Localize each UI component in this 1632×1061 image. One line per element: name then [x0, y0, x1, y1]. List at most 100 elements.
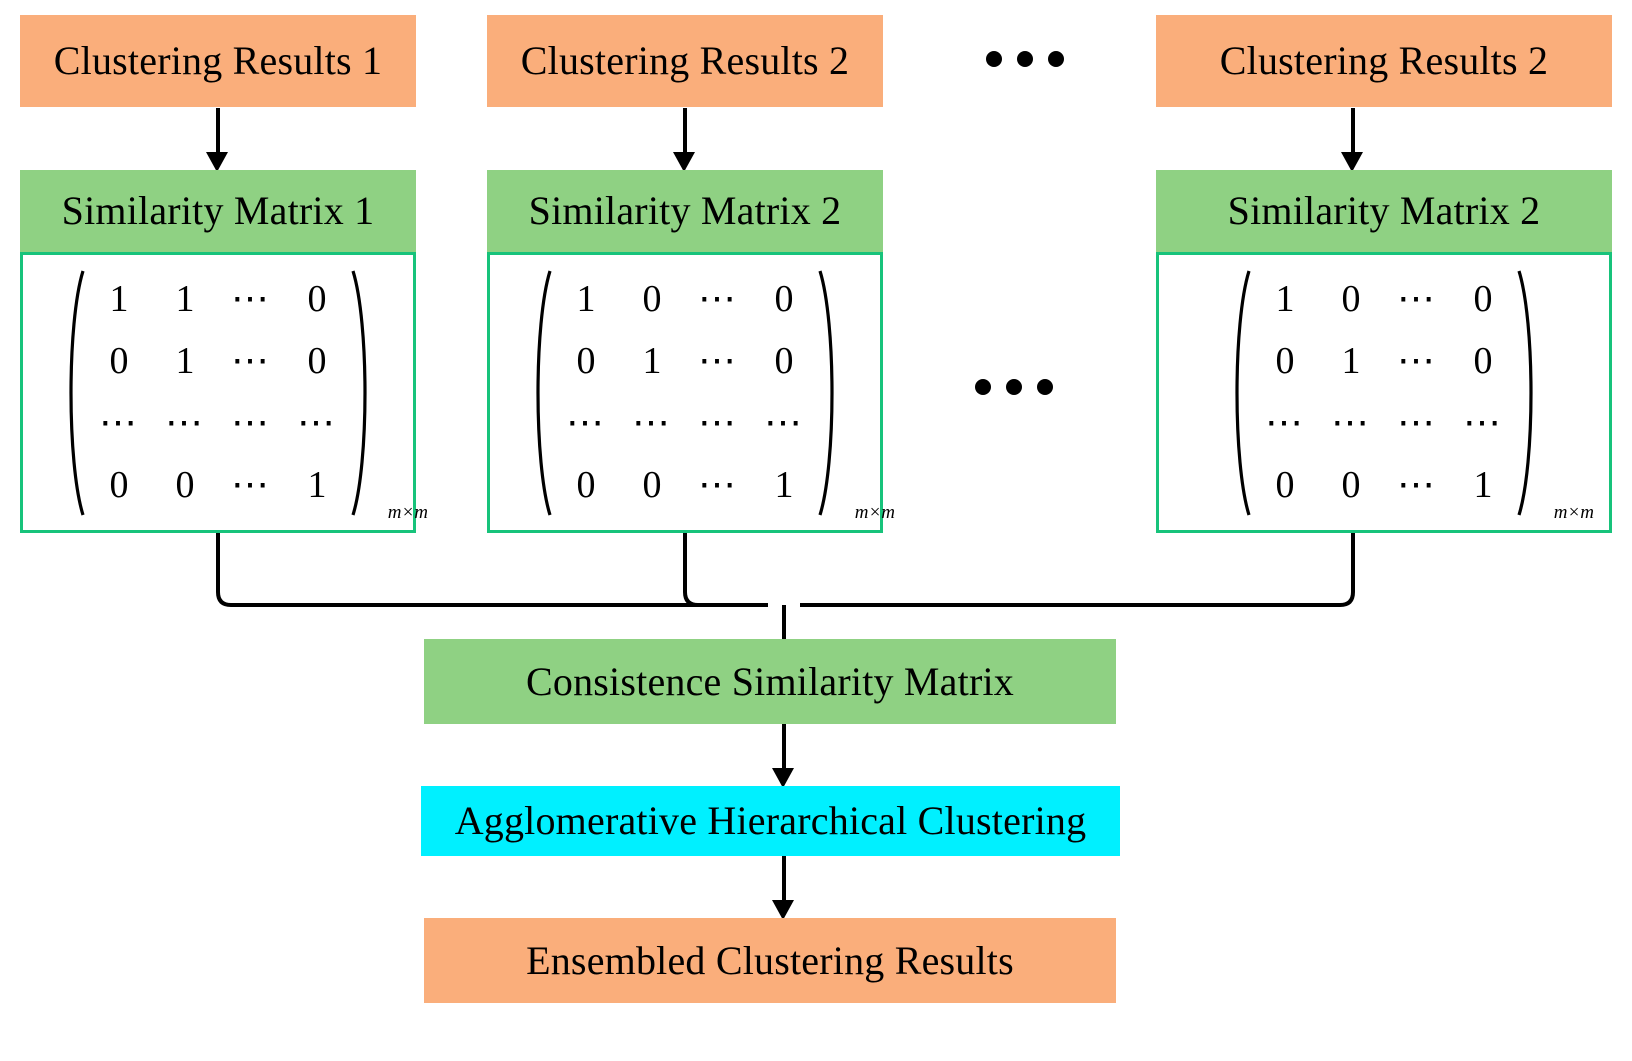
- matrix-cell: ⋯: [1397, 463, 1437, 506]
- arrow-head-c3: [1341, 152, 1363, 172]
- matrix-cell: 1: [774, 463, 794, 506]
- matrix-grid-1: 1 1 ⋯ 0 0 1 ⋯ 0 ⋯ ⋯ ⋯ ⋯ 0 0 ⋯ 1: [86, 268, 350, 518]
- similarity-matrix-label-1: Similarity Matrix 1: [61, 188, 375, 233]
- ellipsis-dot: [1006, 379, 1022, 395]
- similarity-matrix-panel-2: 1 0 ⋯ 0 0 1 ⋯ 0 ⋯ ⋯ ⋯ ⋯ 0 0 ⋯ 1: [487, 252, 895, 533]
- right-paren-3: [1516, 268, 1542, 518]
- similarity-matrix-panel-1: 1 1 ⋯ 0 0 1 ⋯ 0 ⋯ ⋯ ⋯ ⋯ 0 0 ⋯ 1: [20, 252, 428, 533]
- matrix-cell: 0: [576, 339, 596, 382]
- similarity-matrix-header-2[interactable]: Similarity Matrix 2: [487, 170, 883, 252]
- ellipsis-middle: [975, 379, 1053, 395]
- matrix-cell: 1: [642, 339, 662, 382]
- similarity-matrix-header-1[interactable]: Similarity Matrix 1: [20, 170, 416, 252]
- matrix-cell: ⋯: [297, 401, 337, 444]
- matrix-cell: 1: [1341, 339, 1361, 382]
- similarity-matrix-label-2: Similarity Matrix 2: [528, 188, 842, 233]
- arrow-head-p2: [772, 900, 794, 920]
- matrix-cell: ⋯: [1397, 339, 1437, 382]
- clustering-results-label-1: Clustering Results 1: [53, 38, 383, 83]
- matrix-cell: 1: [576, 277, 596, 320]
- matrix-cell: 1: [175, 339, 195, 382]
- matrix-cell: ⋯: [1397, 277, 1437, 320]
- matrix-cell: 0: [642, 277, 662, 320]
- similarity-matrix-header-3[interactable]: Similarity Matrix 2: [1156, 170, 1612, 252]
- matrix-cell: 0: [1341, 463, 1361, 506]
- matrix-cell: 0: [774, 277, 794, 320]
- left-paren-2: [527, 268, 553, 518]
- matrix-cell: ⋯: [99, 401, 139, 444]
- matrix-cell: 0: [774, 339, 794, 382]
- clustering-results-box-2[interactable]: Clustering Results 2: [487, 15, 883, 107]
- consistence-similarity-matrix-label: Consistence Similarity Matrix: [526, 658, 1014, 704]
- arrow-head-c1: [206, 152, 228, 172]
- matrix-cell: ⋯: [1463, 401, 1503, 444]
- ellipsis-top: [986, 51, 1064, 67]
- matrix-cell: 0: [642, 463, 662, 506]
- matrix-cell: 0: [576, 463, 596, 506]
- matrix-cell: 0: [109, 463, 129, 506]
- matrix-cell: ⋯: [698, 277, 738, 320]
- matrix-cell: 0: [1275, 463, 1295, 506]
- similarity-matrix-label-3: Similarity Matrix 2: [1227, 188, 1541, 233]
- ellipsis-dot: [975, 379, 991, 395]
- matrix-cell: ⋯: [566, 401, 606, 444]
- ellipsis-dot: [986, 51, 1002, 67]
- matrix-cell: 1: [175, 277, 195, 320]
- arrow-shaft-p2: [782, 856, 786, 906]
- matrix-inner-1: 1 1 ⋯ 0 0 1 ⋯ 0 ⋯ ⋯ ⋯ ⋯ 0 0 ⋯ 1: [60, 268, 428, 523]
- arrow-shaft-c3: [1351, 108, 1355, 158]
- matrix-cell: 1: [109, 277, 129, 320]
- matrix-cell: ⋯: [231, 463, 271, 506]
- matrix-cell: 0: [1473, 339, 1493, 382]
- matrix-cell: 0: [1275, 339, 1295, 382]
- matrix-cell: 1: [1275, 277, 1295, 320]
- right-paren-1: [350, 268, 376, 518]
- arrow-shaft-c1: [216, 108, 220, 158]
- matrix-grid-2: 1 0 ⋯ 0 0 1 ⋯ 0 ⋯ ⋯ ⋯ ⋯ 0 0 ⋯ 1: [553, 268, 817, 518]
- matrix-cell: ⋯: [698, 401, 738, 444]
- matrix-cell: ⋯: [165, 401, 205, 444]
- right-paren-2: [817, 268, 843, 518]
- matrix-cell: ⋯: [231, 401, 271, 444]
- arrow-head-p1: [772, 768, 794, 788]
- agglomerative-hierarchical-clustering-label: Agglomerative Hierarchical Clustering: [454, 798, 1087, 843]
- matrix-cell: 0: [1341, 277, 1361, 320]
- arrow-shaft-c2: [683, 108, 687, 158]
- ellipsis-dot: [1037, 379, 1053, 395]
- similarity-matrix-panel-3: 1 0 ⋯ 0 0 1 ⋯ 0 ⋯ ⋯ ⋯ ⋯ 0 0 ⋯ 1: [1156, 252, 1612, 533]
- matrix-cell: ⋯: [698, 339, 738, 382]
- arrow-shaft-p1: [782, 724, 786, 774]
- matrix-cell: ⋯: [1397, 401, 1437, 444]
- matrix-subscript-3: m×m: [1553, 501, 1594, 523]
- matrix-cell: ⋯: [764, 401, 804, 444]
- left-paren-1: [60, 268, 86, 518]
- ellipsis-dot: [1017, 51, 1033, 67]
- matrix-cell: 1: [307, 463, 327, 506]
- matrix-subscript-1: m×m: [387, 501, 428, 523]
- matrix-cell: 0: [307, 277, 327, 320]
- matrix-cell: 0: [307, 339, 327, 382]
- clustering-results-label-3: Clustering Results 2: [1219, 38, 1549, 83]
- ensembled-clustering-results-label: Ensembled Clustering Results: [526, 937, 1014, 983]
- matrix-cell: ⋯: [1331, 401, 1371, 444]
- matrix-cell: 0: [109, 339, 129, 382]
- matrix-grid-3: 1 0 ⋯ 0 0 1 ⋯ 0 ⋯ ⋯ ⋯ ⋯ 0 0 ⋯ 1: [1252, 268, 1516, 518]
- ensembled-clustering-results-box[interactable]: Ensembled Clustering Results: [424, 918, 1116, 1003]
- matrix-inner-2: 1 0 ⋯ 0 0 1 ⋯ 0 ⋯ ⋯ ⋯ ⋯ 0 0 ⋯ 1: [527, 268, 895, 523]
- consistence-similarity-matrix-box[interactable]: Consistence Similarity Matrix: [424, 639, 1116, 724]
- matrix-cell: 0: [1473, 277, 1493, 320]
- clustering-results-box-1[interactable]: Clustering Results 1: [20, 15, 416, 107]
- arrow-head-c2: [673, 152, 695, 172]
- clustering-results-box-3[interactable]: Clustering Results 2: [1156, 15, 1612, 107]
- ellipsis-dot: [1048, 51, 1064, 67]
- clustering-results-label-2: Clustering Results 2: [520, 38, 850, 83]
- matrix-cell: ⋯: [231, 277, 271, 320]
- matrix-inner-3: 1 0 ⋯ 0 0 1 ⋯ 0 ⋯ ⋯ ⋯ ⋯ 0 0 ⋯ 1: [1226, 268, 1594, 523]
- matrix-cell: 1: [1473, 463, 1493, 506]
- left-paren-3: [1226, 268, 1252, 518]
- matrix-cell: ⋯: [698, 463, 738, 506]
- agglomerative-hierarchical-clustering-box[interactable]: Agglomerative Hierarchical Clustering: [421, 786, 1120, 856]
- matrix-cell: ⋯: [632, 401, 672, 444]
